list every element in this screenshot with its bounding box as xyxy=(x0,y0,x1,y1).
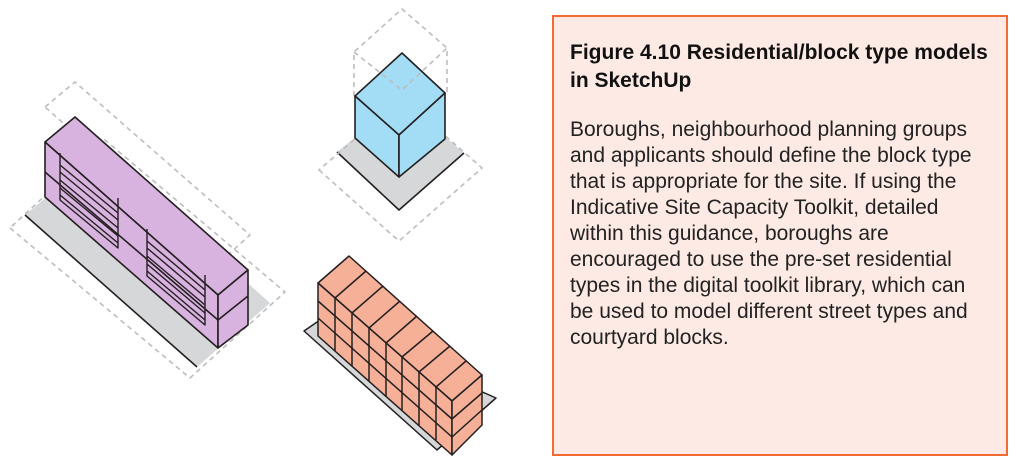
figure-caption-title: Figure 4.10 Residential/block type model… xyxy=(570,41,988,92)
blue-tower-block-model xyxy=(318,8,483,242)
balconies-left xyxy=(59,153,119,249)
orange-terrace-block-model xyxy=(303,255,497,456)
balconies-right xyxy=(146,229,206,326)
purple-linear-block-model xyxy=(9,81,286,379)
block-type-models-illustration xyxy=(9,8,497,456)
dashed-envelope-top xyxy=(353,8,448,96)
figure-caption-body: Boroughs, neighbourhood planning groups … xyxy=(570,118,972,349)
figure-caption-box: Figure 4.10 Residential/block type model… xyxy=(552,15,1008,456)
